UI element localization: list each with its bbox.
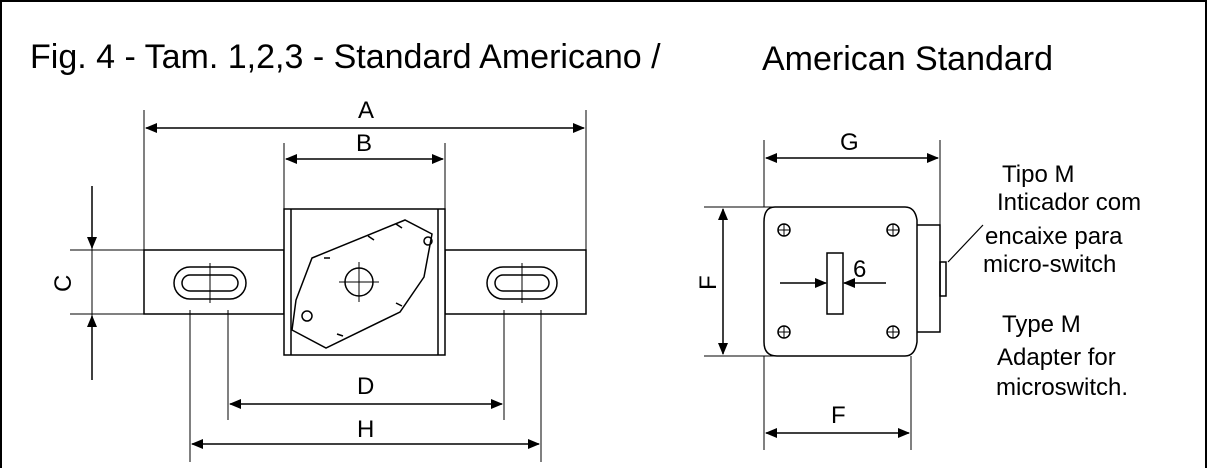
- side-view: [704, 140, 984, 450]
- dimension-label-d: D: [357, 373, 374, 400]
- note-tipo-m-line-2: Inticador com: [997, 189, 1141, 216]
- side-dimension-lines: [718, 153, 939, 438]
- dimension-label-h: H: [357, 416, 374, 443]
- note-tipo-m: Tipo M Inticador com encaixe para micro-…: [983, 161, 1141, 278]
- fuse-end-plate: [763, 206, 918, 357]
- right-blade: [444, 249, 587, 315]
- dimension-label-f-bottom: F: [831, 402, 846, 429]
- note-tipo-m-line-3: encaixe para: [985, 223, 1123, 250]
- right-mounting-slot: [486, 263, 558, 303]
- dimension-label-six: 6: [853, 256, 866, 283]
- dimension-label-b: B: [356, 130, 372, 157]
- indicator-pin-top: [423, 236, 433, 246]
- note-type-m-line-2: Adapter for: [997, 344, 1116, 371]
- dimension-label-a: A: [358, 97, 374, 124]
- note-type-m-line-1: Type M: [1002, 311, 1081, 338]
- left-blade: [143, 249, 285, 315]
- note-tipo-m-line-4: micro-switch: [983, 251, 1116, 278]
- microswitch-contact: [939, 261, 947, 297]
- note-type-m-line-3: microswitch.: [996, 374, 1128, 401]
- dimension-label-f-side: F: [695, 275, 722, 290]
- note-tipo-m-line-1: Tipo M: [1002, 161, 1074, 188]
- dimension-label-g: G: [840, 129, 859, 156]
- screw-top-left: [777, 223, 791, 237]
- note-type-m: Type M Adapter for microswitch.: [996, 311, 1128, 401]
- indicator-plate: [291, 219, 433, 349]
- indicator-pin-bottom: [301, 310, 313, 322]
- front-view: [70, 110, 587, 462]
- figure-title-english: American Standard: [762, 40, 1053, 78]
- dimension-label-c: C: [50, 275, 77, 292]
- front-dimension-lines: [87, 123, 585, 449]
- figure-title: Fig. 4 - Tam. 1,2,3 - Standard Americano…: [30, 38, 661, 76]
- screw-top-right: [886, 223, 900, 237]
- left-mounting-slot: [173, 263, 247, 303]
- screw-bottom-left: [777, 325, 791, 339]
- screw-bottom-right: [886, 325, 900, 339]
- microswitch-adapter: [917, 224, 941, 333]
